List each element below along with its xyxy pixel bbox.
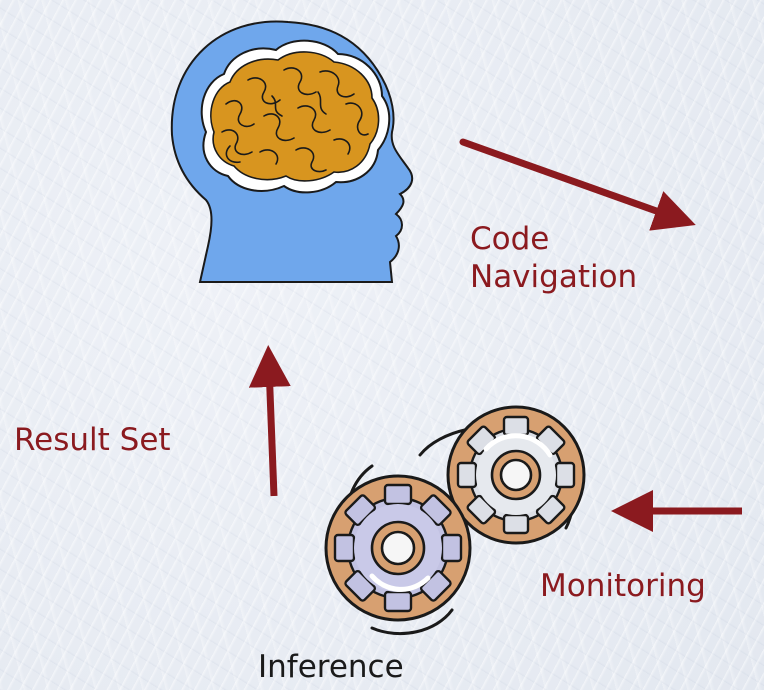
arrows [248, 138, 742, 532]
arrow-code-navigation [459, 138, 696, 231]
label-code-navigation: Code Navigation [470, 220, 637, 296]
label-monitoring: Monitoring [540, 568, 706, 604]
label-inference: Inference [258, 649, 404, 685]
gears-icon [324, 405, 586, 636]
label-code-navigation-line1: Code [470, 221, 550, 257]
label-result-set: Result Set [14, 422, 171, 458]
arrow-result-set [248, 345, 291, 497]
label-code-navigation-line2: Navigation [470, 259, 638, 295]
brain-head-icon [170, 20, 414, 283]
